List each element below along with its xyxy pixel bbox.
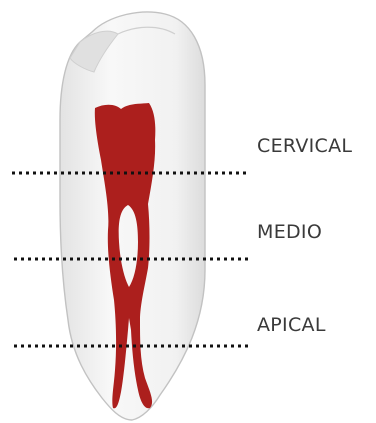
- apical-label: APICAL: [257, 314, 326, 336]
- cervical-label: CERVICAL: [257, 135, 352, 157]
- medio-label: MEDIO: [257, 221, 322, 243]
- tooth-outline: [60, 12, 205, 420]
